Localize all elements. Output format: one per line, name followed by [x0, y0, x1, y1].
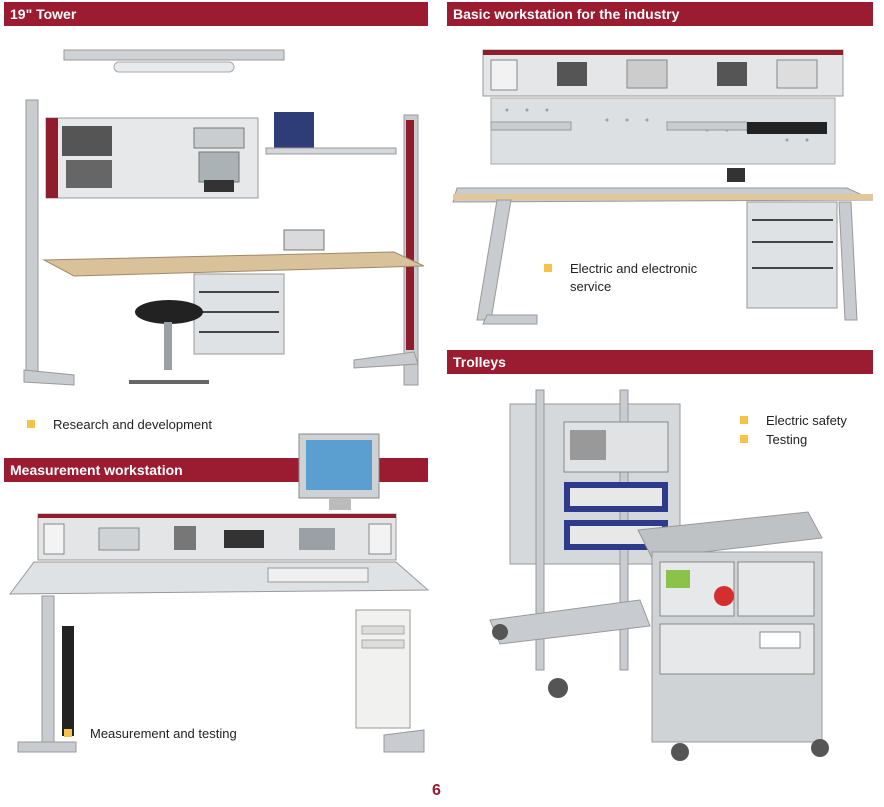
- bullet-square-icon: [27, 420, 35, 428]
- bullet-testing: Testing: [740, 431, 807, 449]
- bullet-square-icon: [740, 435, 748, 443]
- section-header-trolleys: Trolleys: [447, 350, 873, 374]
- bullet-electric-electronic-service: Electric and electronic service: [544, 260, 697, 296]
- section-header-basic: Basic workstation for the industry: [447, 2, 873, 26]
- section-header-tower: 19" Tower: [4, 2, 428, 26]
- page-number: 6: [432, 782, 441, 799]
- bullet-research-development: Research and development: [27, 416, 212, 434]
- bullet-square-icon: [64, 729, 72, 737]
- basic-workstation-photo: [452, 49, 873, 325]
- measurement-workstation-photo: [8, 433, 430, 753]
- bullet-square-icon: [740, 416, 748, 424]
- bullet-measurement-testing: Measurement and testing: [64, 725, 237, 743]
- trolleys-photo: [489, 389, 829, 761]
- bullet-square-icon: [544, 264, 552, 272]
- tower-workstation-photo: [23, 49, 425, 386]
- bullet-electric-safety: Electric safety: [740, 412, 847, 430]
